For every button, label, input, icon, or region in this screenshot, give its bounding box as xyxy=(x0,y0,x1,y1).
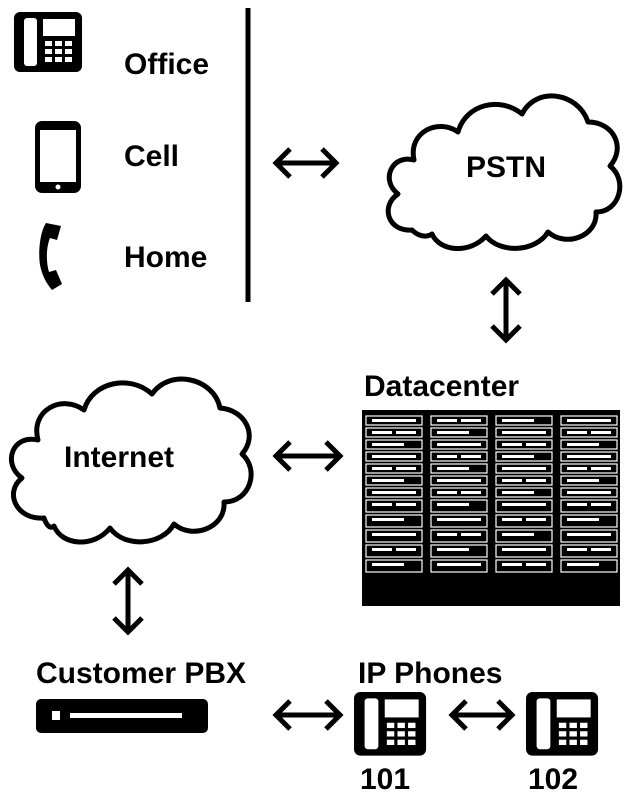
cell-label: Cell xyxy=(124,140,180,173)
home-label: Home xyxy=(124,241,208,274)
desk-phone-icon xyxy=(14,12,82,72)
ip-phones-label: IP Phones xyxy=(358,657,503,690)
arrow-phones-pstn xyxy=(272,147,340,179)
ext-101-label: 101 xyxy=(360,763,411,796)
arrow-pbx-ipphone xyxy=(272,699,344,731)
ip-phone-101-icon xyxy=(354,692,427,756)
server-rack-icon xyxy=(362,410,620,606)
internet-cloud-icon xyxy=(9,376,254,545)
office-label: Office xyxy=(124,48,210,81)
ext-102-label: 102 xyxy=(528,763,579,796)
arrow-internet-datacenter xyxy=(272,440,344,472)
datacenter-label: Datacenter xyxy=(364,370,520,403)
pstn-cloud-icon xyxy=(385,93,623,251)
mobile-phone-icon xyxy=(35,121,81,193)
pbx-appliance-icon xyxy=(36,699,208,733)
customer-pbx-label: Customer PBX xyxy=(36,657,247,690)
arrow-internet-pbx xyxy=(112,566,144,636)
handset-icon xyxy=(39,223,62,290)
pstn-label: PSTN xyxy=(466,151,547,184)
internet-label: Internet xyxy=(64,441,175,474)
arrow-pstn-datacenter xyxy=(490,276,522,344)
ip-phone-102-icon xyxy=(526,692,599,756)
arrow-phone-101-102 xyxy=(448,699,516,731)
